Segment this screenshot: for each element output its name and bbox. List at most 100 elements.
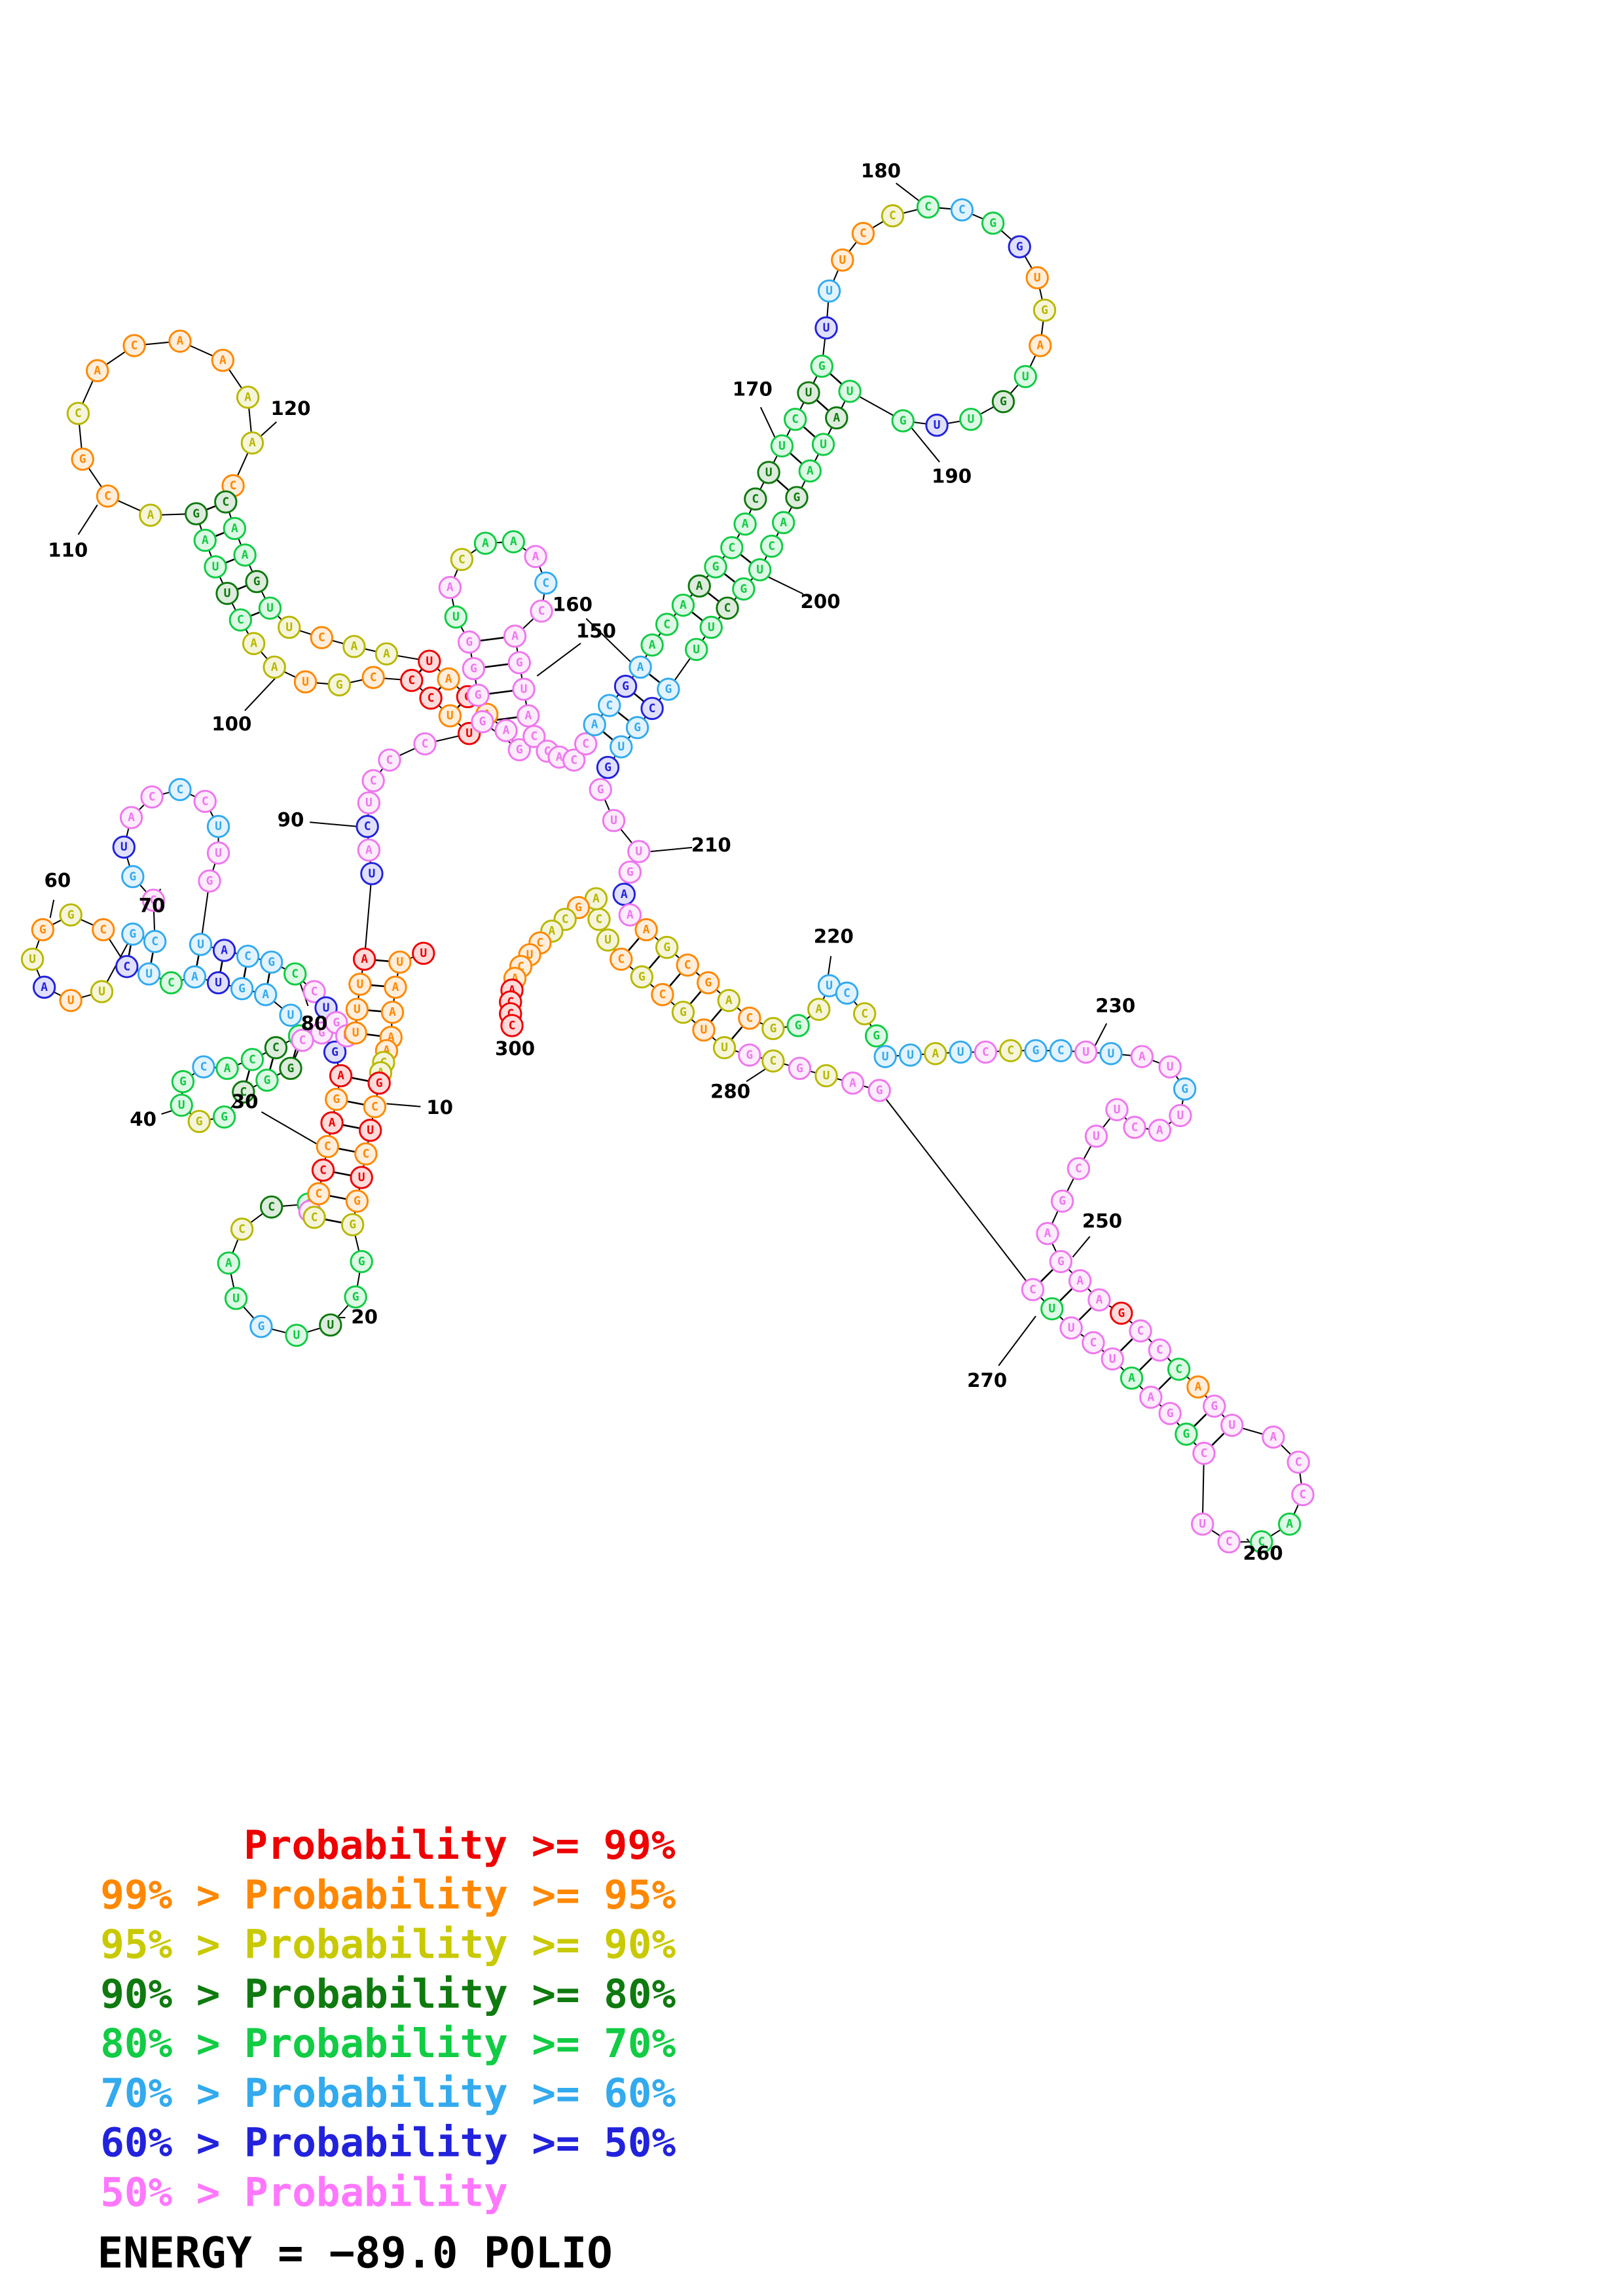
nucleotide-letter: A — [556, 750, 563, 764]
nucleotide-tint — [839, 380, 861, 403]
nucleotide: A — [139, 503, 162, 527]
legend-row: 90% > Probability >= 80% — [100, 1971, 676, 2017]
nucleotide-circle — [168, 778, 192, 802]
nucleotide-tint — [1034, 299, 1055, 321]
nucleotide-circle — [807, 997, 831, 1021]
nucleotide-letter: U — [367, 1123, 374, 1137]
nucleotide-tint — [597, 757, 619, 778]
nucleotide: A — [924, 1042, 947, 1066]
nucleotide-letter: A — [637, 660, 644, 674]
nucleotide-letter: G — [206, 874, 213, 888]
nucleotide-tint — [656, 613, 678, 636]
nucleotide-tint — [349, 973, 371, 996]
nucleotide-tint — [1075, 1041, 1097, 1063]
nucleotide-letter: G — [1181, 1082, 1188, 1096]
nucleotide: A — [217, 1251, 241, 1275]
nucleotide: U — [258, 596, 282, 620]
nucleotide-letter: A — [696, 579, 703, 593]
nucleotide-tint — [672, 1001, 694, 1023]
nucleotide: U — [418, 649, 441, 673]
nucleotide-letter: G — [268, 956, 275, 969]
nucleotide-letter: A — [231, 522, 238, 535]
nucleotide-tint — [799, 460, 821, 482]
nucleotide-letter: C — [1007, 1044, 1014, 1058]
nucleotide-tint — [1082, 1332, 1104, 1354]
nucleotide-letter: C — [458, 552, 465, 566]
nucleotide-letter: A — [1096, 1293, 1103, 1307]
nucleotide-circle — [367, 1071, 391, 1095]
nucleotide-circle — [311, 1158, 335, 1182]
nucleotide-circle — [171, 1069, 195, 1094]
nucleotide: U — [293, 670, 318, 694]
nucleotide-letter: A — [511, 629, 519, 643]
nucleotide-tint — [194, 529, 216, 551]
nucleotide-letter: A — [191, 970, 198, 984]
nucleotide-letter: A — [503, 724, 510, 738]
nucleotide-letter: A — [447, 581, 454, 594]
nucleotide-tint — [575, 733, 596, 755]
nucleotide-circle — [214, 490, 238, 514]
nucleotide-circle — [413, 732, 437, 756]
legend-row: 99% > Probability >= 95% — [100, 1873, 676, 1918]
nucleotide: C — [916, 195, 940, 219]
nucleotide-letter: G — [129, 927, 136, 941]
label-leader-line — [244, 675, 278, 711]
nucleotide-circle — [170, 1093, 193, 1117]
nucleotide: A — [517, 704, 540, 728]
position-label: 90 — [278, 809, 304, 831]
nucleotide: G — [788, 1056, 812, 1080]
nucleotide-circle — [1139, 1386, 1163, 1409]
nucleotide: U — [1169, 1103, 1192, 1128]
label-leader-line — [759, 406, 777, 440]
nucleotide-letter: C — [684, 958, 691, 972]
position-label: 200 — [800, 590, 840, 613]
nucleotide: G — [596, 755, 620, 780]
nucleotide-letter: U — [465, 726, 473, 740]
nucleotide-circle — [258, 596, 282, 620]
nucleotide-circle — [345, 1189, 369, 1213]
nucleotide-tint — [1193, 1443, 1215, 1464]
nucleotide-circle — [704, 555, 727, 579]
nucleotide-tint — [1159, 1056, 1181, 1078]
nucleotide-tint — [854, 1003, 875, 1025]
nucleotide: C — [240, 1048, 264, 1071]
nucleotide-circle — [1158, 1055, 1182, 1079]
nucleotide: C — [316, 1135, 339, 1158]
nucleotide-letter: C — [562, 912, 569, 926]
nucleotide-tint — [615, 675, 636, 697]
nucleotide-tint — [368, 1072, 390, 1094]
nucleotide: A — [671, 593, 695, 617]
nucleotide-letter: C — [177, 783, 184, 797]
nucleotide: A — [223, 516, 247, 541]
nucleotide: A — [584, 887, 608, 910]
nucleotide-circle — [1191, 1512, 1214, 1536]
backbone-segment — [363, 873, 373, 960]
nucleotide: U — [189, 933, 213, 956]
nucleotide-circle — [323, 1040, 347, 1064]
nucleotide: G — [704, 555, 727, 579]
nucleotide: U — [925, 414, 949, 437]
nucleotide-circle — [602, 809, 626, 833]
nucleotide-tint — [535, 572, 557, 594]
nucleotide-tint — [184, 966, 206, 988]
nucleotide-tint — [597, 929, 619, 951]
nucleotide: G — [1110, 1301, 1133, 1325]
nucleotide-tint — [120, 806, 142, 829]
nucleotide-letter: U — [447, 709, 454, 723]
nucleotide-tint — [1009, 236, 1030, 258]
nucleotide-tint — [701, 617, 722, 638]
nucleotide: C — [1192, 1441, 1216, 1465]
nucleotide-tint — [216, 583, 238, 604]
nucleotide-letter: C — [222, 495, 229, 509]
nucleotide-tint — [530, 600, 553, 622]
nucleotide: C — [716, 596, 739, 620]
nucleotide-letter: C — [507, 1007, 514, 1020]
nucleotide: C — [192, 1055, 215, 1079]
nucleotide: U — [627, 840, 651, 863]
nucleotide-tint — [261, 951, 282, 973]
nucleotide: U — [358, 1119, 382, 1142]
nucleotide-letter: A — [361, 952, 368, 966]
nucleotide-tint — [86, 360, 108, 382]
nucleotide-letter: C — [238, 1222, 246, 1236]
nucleotide-letter: G — [333, 1016, 340, 1030]
